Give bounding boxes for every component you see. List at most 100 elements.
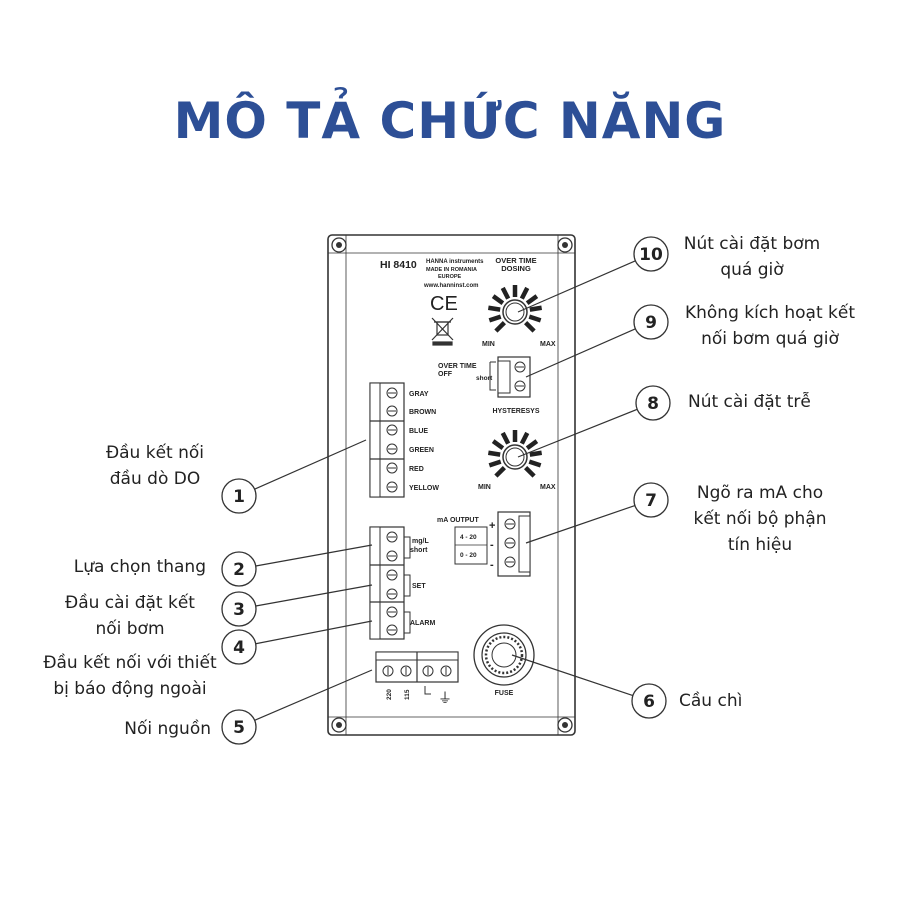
callout-6-text: Cầu chì: [679, 691, 743, 711]
over-time-jumper-terminal[interactable]: [497, 356, 531, 398]
knob-tick: [528, 314, 542, 323]
knob-tick: [525, 294, 539, 306]
terminal-screw-icon: [386, 588, 398, 600]
terminal-screw-icon: [386, 606, 398, 618]
callout-number: 3: [233, 600, 245, 620]
knob-tick: [524, 466, 536, 478]
made-in-label: MADE IN ROMANIA: [426, 267, 477, 273]
callout-number: 6: [643, 692, 655, 712]
knob-tick: [528, 459, 542, 468]
callout-number: 1: [233, 487, 245, 507]
terminal-screw-icon: [386, 405, 398, 417]
hysteresys-knob[interactable]: [487, 430, 543, 478]
callout-number: 4: [233, 638, 245, 658]
probe-wire-label: BLUE: [409, 428, 428, 435]
terminal-screw-icon: [386, 443, 398, 455]
probe-terminal-block[interactable]: [369, 382, 405, 498]
knob-tick: [500, 431, 511, 445]
knob-tick: [487, 305, 501, 312]
callout-number: 2: [233, 560, 245, 580]
callout-number: 8: [647, 394, 659, 414]
power-115-label: 115: [404, 689, 411, 700]
range-label-short: short: [410, 547, 428, 554]
terminal-screw-icon: [386, 424, 398, 436]
leader-line: [255, 620, 373, 645]
knob-tick: [519, 431, 530, 445]
range-label-mgl: mg/L: [412, 538, 429, 545]
ma-minus-sign-2: -: [490, 559, 494, 571]
knob-mid-max-label: MAX: [540, 484, 556, 491]
callout-number-badge: 6: [631, 683, 667, 719]
callout-number-badge: 9: [633, 304, 669, 340]
knob-tick: [488, 314, 502, 323]
ma-range-0-20: 0 - 20: [460, 552, 477, 559]
callout-number-badge: 10: [633, 236, 669, 272]
knob-tick: [494, 321, 506, 333]
callout-number-badge: 1: [221, 478, 257, 514]
terminal-screw-icon: [386, 531, 398, 543]
leader-line: [525, 504, 636, 544]
terminal-screw-icon: [386, 569, 398, 581]
corner-screw-icon: [557, 717, 573, 733]
power-220-label: 220: [386, 689, 393, 700]
leader-line: [517, 260, 636, 313]
callout-5-text: Nối nguồn: [124, 719, 211, 739]
knob-mid-min-label: MIN: [478, 484, 491, 491]
knob-tick: [519, 286, 530, 300]
terminal-screw-icon: [386, 481, 398, 493]
over-time-off-label-2: OFF: [438, 371, 453, 378]
knob-tick: [529, 450, 543, 457]
knob-tick: [491, 439, 505, 451]
over-time-dosing-knob[interactable]: [487, 285, 543, 333]
leader-line: [254, 439, 367, 490]
fuse-holder[interactable]: [473, 624, 535, 686]
leader-line: [254, 669, 373, 721]
weee-bin-icon: [431, 317, 454, 346]
ma-range-4-20: 4 - 20: [460, 534, 477, 541]
ma-minus-sign-1: -: [490, 539, 494, 551]
leader-line: [517, 408, 638, 458]
relay-terminal-block[interactable]: [369, 526, 405, 640]
knob-tick: [494, 466, 506, 478]
callout-8-text: Nút cài đặt trễ: [688, 392, 811, 412]
ma-plus-sign: +: [489, 520, 495, 532]
terminal-screw-icon: [386, 462, 398, 474]
terminal-screw-icon: [386, 624, 398, 636]
knob-tick: [488, 459, 502, 468]
leader-line: [525, 328, 636, 378]
power-terminal[interactable]: [375, 651, 459, 683]
website-label: www.hanninst.com: [423, 283, 478, 289]
probe-wire-label: YELLOW: [409, 485, 439, 492]
leader-line: [511, 654, 634, 697]
set-label: SET: [412, 583, 426, 590]
ma-output-terminal[interactable]: [497, 511, 531, 577]
probe-wire-label: GRAY: [409, 391, 429, 398]
callout-number-badge: 5: [221, 709, 257, 745]
knob-tick: [529, 305, 543, 312]
callout-number: 5: [233, 718, 245, 738]
leader-line: [255, 544, 373, 567]
alarm-label: ALARM: [410, 620, 435, 627]
callout-number-badge: 3: [221, 591, 257, 627]
terminal-screw-icon: [386, 387, 398, 399]
probe-wire-label: GREEN: [409, 447, 434, 454]
ma-output-label: mA OUTPUT: [437, 517, 479, 524]
over-time-dosing-label-1: OVER TIME: [495, 256, 536, 265]
callout-number: 7: [645, 491, 657, 511]
terminal-screw-icon: [386, 550, 398, 562]
over-time-short-label: short: [476, 375, 493, 382]
knob-tick: [525, 439, 539, 451]
knob-top-min-label: MIN: [482, 341, 495, 348]
knob-top-max-label: MAX: [540, 341, 556, 348]
probe-wire-label: RED: [409, 466, 424, 473]
brand-label: HANNA instruments: [426, 259, 484, 265]
fuse-label: FUSE: [495, 690, 514, 697]
corner-screw-icon: [557, 237, 573, 253]
callout-number-badge: 4: [221, 629, 257, 665]
corner-screw-icon: [331, 717, 347, 733]
